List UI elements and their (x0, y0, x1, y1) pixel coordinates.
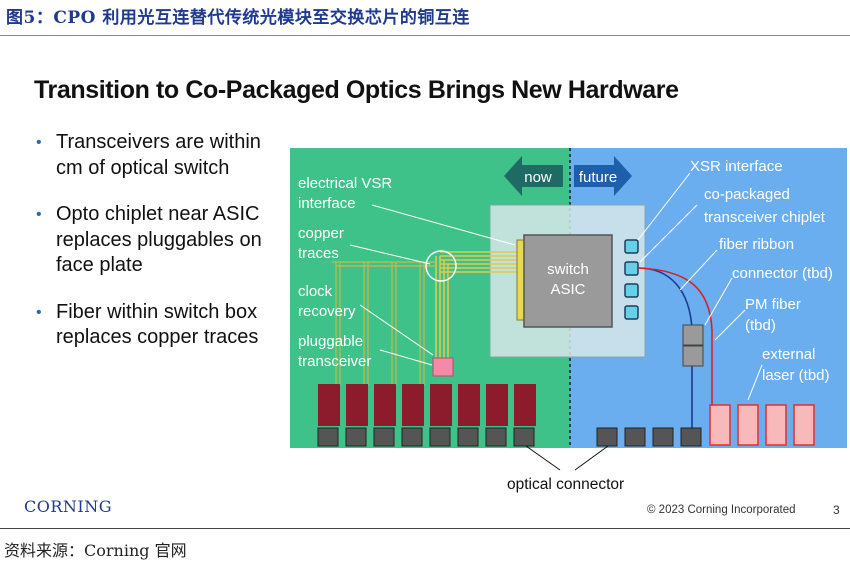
optical-port (513, 427, 535, 447)
pluggable-module (374, 384, 396, 426)
label-copper-2: traces (298, 245, 339, 262)
optical-port (485, 427, 507, 447)
label-xsr: XSR interface (690, 158, 783, 175)
label-copper: copper (298, 225, 344, 242)
optical-port (345, 427, 367, 447)
label-electrical-vsr: electrical VSR (298, 175, 392, 192)
optical-port (624, 427, 646, 447)
label-clock: clock (298, 283, 333, 300)
label-pluggable-2: transceiver (298, 353, 371, 370)
label-external-2: laser (tbd) (762, 367, 830, 384)
page-number: 3 (833, 503, 840, 517)
pluggable-module (318, 384, 340, 426)
label-copackaged: co-packaged (704, 186, 790, 203)
external-laser (737, 404, 759, 446)
pluggable-module (458, 384, 480, 426)
optical-port (401, 427, 423, 447)
asic-label-line1: switch (547, 261, 589, 278)
optical-connector-label: optical connector (507, 476, 624, 493)
pluggable-module (346, 384, 368, 426)
switch-asic (523, 234, 613, 328)
figure-caption: 图5：CPO 利用光互连替代传统光模块至交换芯片的铜互连 (6, 8, 470, 28)
pluggable-module (430, 384, 452, 426)
now-arrow (504, 156, 563, 196)
copyright-text: © 2023 Corning Incorporated (647, 504, 796, 516)
top-rule (0, 35, 850, 36)
pm-fiber (637, 267, 713, 405)
optical-port (457, 427, 479, 447)
label-pm-fiber: PM fiber (745, 296, 801, 313)
label-electrical-vsr-2: interface (298, 195, 356, 212)
bullet-dot-icon: • (36, 134, 42, 151)
optical-port (652, 427, 674, 447)
transceiver-chiplet (624, 283, 639, 298)
label-external: external (762, 346, 815, 363)
external-laser (793, 404, 815, 446)
label-fiber-ribbon: fiber ribbon (719, 236, 794, 253)
label-copackaged-2: transceiver chiplet (704, 209, 826, 226)
optical-port (680, 427, 702, 447)
transceiver-chiplet (624, 305, 639, 320)
label-clock-2: recovery (298, 303, 356, 320)
optical-port (429, 427, 451, 447)
transceiver-chiplet (624, 239, 639, 254)
pluggable-module (402, 384, 424, 426)
bullet-item: • Transceivers are within cm of optical s… (34, 130, 284, 181)
bullet-text: Transceivers are within cm of optical sw… (56, 131, 261, 179)
bullet-list: • Transceivers are within cm of optical s… (34, 130, 284, 372)
corning-logo: CORNING (24, 497, 113, 516)
pluggable-module (514, 384, 536, 426)
optical-port (373, 427, 395, 447)
future-label: future (579, 169, 617, 186)
label-connector: connector (tbd) (732, 265, 833, 282)
faceplate-connectors-now (317, 427, 535, 447)
slide-title: Transition to Co-Packaged Optics Brings … (34, 76, 679, 104)
transceiver-chiplet (624, 261, 639, 276)
bullet-dot-icon: • (36, 206, 42, 223)
label-pluggable: pluggable (298, 333, 363, 350)
bullet-text: Fiber within switch box replaces copper … (56, 300, 259, 349)
label-pm-fiber-2: (tbd) (745, 317, 776, 334)
bullet-dot-icon: • (36, 303, 42, 321)
external-laser (709, 404, 731, 446)
callout-lines (349, 172, 763, 401)
bullet-text: Opto chiplet near ASIC replaces pluggabl… (56, 203, 262, 276)
copper-trace-callout (425, 250, 457, 282)
asic-label-line2: ASIC (550, 281, 585, 298)
faceplate-connectors-future (596, 427, 702, 447)
copper-traces-vertical (332, 261, 436, 385)
external-laser (765, 404, 787, 446)
pluggable-row (318, 384, 536, 426)
pluggable-module (486, 384, 508, 426)
optical-port (317, 427, 339, 447)
pluggable-transceiver-marker (432, 357, 454, 377)
fiber-connector-top (682, 324, 704, 346)
bullet-item: • Fiber within switch box replaces copper… (34, 300, 284, 351)
optical-port (596, 427, 618, 447)
bottom-rule (0, 528, 850, 529)
future-arrow (574, 156, 632, 196)
bullet-item: • Opto chiplet near ASIC replaces pluggab… (34, 202, 284, 279)
source-note: 资料来源：Corning 官网 (4, 541, 187, 560)
fiber-connector-bottom (682, 345, 704, 367)
external-lasers (709, 404, 815, 446)
now-label: now (524, 169, 552, 186)
optical-connector-pointer (525, 445, 609, 471)
